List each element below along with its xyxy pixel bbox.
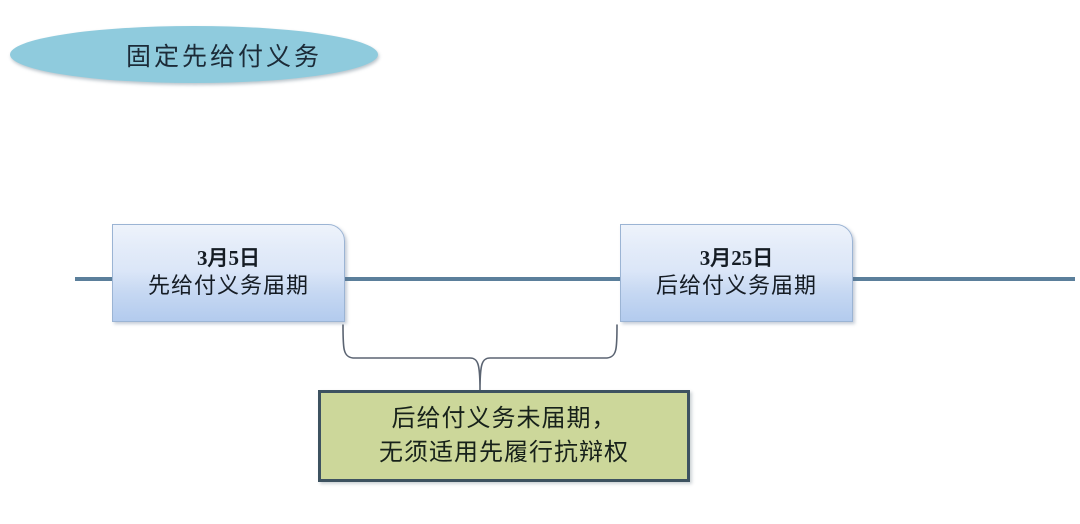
- conclusion-note-line-1: 后给付义务未届期，: [391, 405, 617, 432]
- conclusion-note-box[interactable]: 后给付义务未届期， 无须适用先履行抗辩权: [318, 390, 690, 482]
- milestone-date-label: 3月25日: [699, 246, 774, 271]
- milestone-date-label: 3月5日: [197, 246, 260, 271]
- milestone-description-label: 后给付义务届期: [655, 273, 817, 299]
- milestone-box-second-obligation[interactable]: 3月25日 后给付义务届期: [620, 224, 853, 322]
- diagram-title-ellipse: 固定先给付义务: [10, 26, 378, 83]
- milestone-description-label: 先给付义务届期: [147, 273, 309, 299]
- timeline-axis: [75, 277, 1075, 281]
- milestone-box-first-obligation[interactable]: 3月5日 先给付义务届期: [112, 224, 345, 322]
- curly-brace-connector: [342, 324, 618, 391]
- conclusion-note-line-2: 无须适用先履行抗辩权: [379, 440, 629, 466]
- diagram-title-text: 固定先给付义务: [125, 43, 322, 71]
